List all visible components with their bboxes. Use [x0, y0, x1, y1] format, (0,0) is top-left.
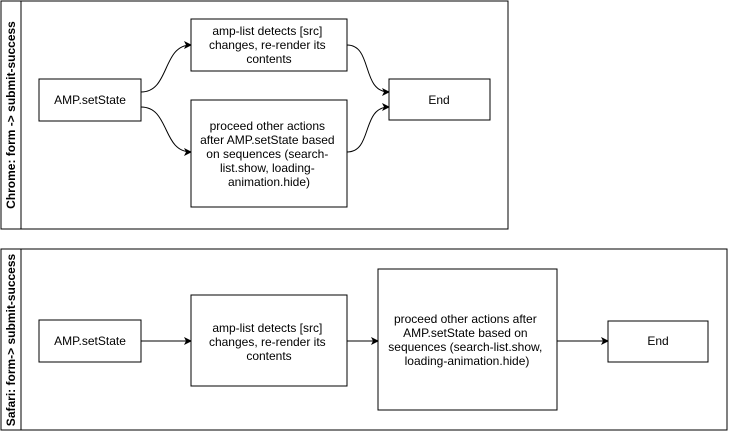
node-safari-proceed: proceed other actions after AMP.setState… [377, 268, 558, 411]
node-safari-amplist: amp-list detects [src] changes, re-rende… [190, 294, 348, 387]
node-safari-start: AMP.setState [38, 319, 142, 363]
node-chrome-end: End [388, 78, 491, 121]
lane-safari: Safari: form-> submit-success AMP.setSta… [0, 248, 728, 431]
edge-chrome-start-to-amplist [140, 41, 192, 93]
node-safari-proceed-line: proceed other actions after [394, 312, 537, 326]
svg-text:amp-list detects [src]: amp-list detects [src] changes, re-rende… [209, 24, 329, 66]
node-chrome-proceed-line: animation.hide) [228, 175, 310, 189]
edge-chrome-proceed-to-end [346, 103, 390, 153]
node-chrome-amplist: amp-list detects [src] changes, re-rende… [190, 18, 348, 72]
node-safari-proceed-line: AMP.setState based on [403, 326, 528, 340]
svg-text:End: End [428, 93, 449, 107]
node-chrome-proceed-line: after AMP.setState based [200, 133, 335, 147]
node-chrome-proceed-line: proceed other actions [210, 119, 325, 133]
svg-text:amp-list detects [src]: amp-list detects [src] changes, re-rende… [209, 321, 329, 363]
lane-safari-title: Safari: form-> submit-success [4, 253, 18, 426]
node-chrome-amplist-line: amp-list detects [src] [212, 24, 322, 38]
node-safari-end: End [607, 320, 709, 363]
node-chrome-amplist-line: contents [246, 52, 291, 66]
node-chrome-start-line: AMP.setState [54, 93, 126, 107]
node-safari-end-line: End [647, 334, 668, 348]
svg-text:proceed other actions: proceed other actions after AMP.setState… [200, 119, 338, 189]
edge-chrome-start-to-proceed [140, 106, 192, 156]
node-chrome-amplist-line: changes, re-render its [209, 38, 326, 52]
node-safari-amplist-line: amp-list detects [src] [212, 321, 322, 335]
svg-text:AMP.setState: AMP.setState [54, 334, 126, 348]
node-chrome-proceed-line: on sequences (search- [206, 147, 328, 161]
node-safari-amplist-line: changes, re-render its [209, 335, 326, 349]
node-chrome-end-line: End [428, 93, 449, 107]
node-safari-amplist-line: contents [246, 349, 291, 363]
node-chrome-proceed-line: list.show, loading- [220, 161, 315, 175]
lane-chrome-title: Chrome: form -> submit-success [4, 21, 18, 209]
svg-text:End: End [647, 334, 668, 348]
node-chrome-start: AMP.setState [38, 78, 142, 122]
node-safari-proceed-line: loading-animation.hide) [405, 354, 530, 368]
node-chrome-proceed: proceed other actions after AMP.setState… [190, 99, 348, 208]
node-safari-proceed-line: sequences (search-list.show, [388, 340, 542, 354]
svg-text:proceed other actions after: proceed other actions after AMP.setState… [388, 312, 545, 368]
svg-text:AMP.setState: AMP.setState [54, 93, 126, 107]
node-safari-start-line: AMP.setState [54, 334, 126, 348]
lane-chrome: Chrome: form -> submit-success AMP.setSt… [0, 0, 509, 230]
edge-chrome-amplist-to-end [346, 44, 390, 96]
